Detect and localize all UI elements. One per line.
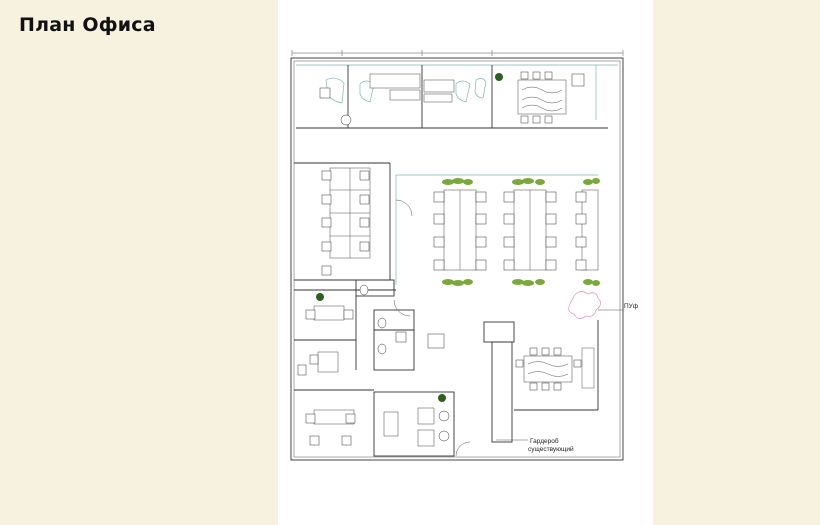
lounge-chair-icon (455, 80, 471, 103)
left-workspace (294, 162, 391, 281)
floor-plan: ПУф Гардероб существующий (290, 50, 639, 461)
top-dimension-line (291, 50, 624, 56)
service-block (294, 199, 445, 371)
floor-plan-sheet: ПУф Гардероб существующий (278, 0, 653, 525)
plant-icon (316, 293, 324, 301)
toilet-icon (359, 284, 369, 296)
kitchen (373, 391, 455, 457)
central-workspace (395, 174, 623, 319)
office-chair-icon (340, 114, 352, 126)
plant-icon (495, 73, 503, 81)
lounge-chair-icon (359, 80, 375, 103)
armchair-icon (427, 333, 445, 349)
page-title: План Офиса (19, 14, 156, 36)
lounge-chair-icon (474, 78, 487, 99)
armchair-icon (571, 73, 585, 87)
top-cabinets (296, 64, 618, 129)
lower-left-offices (294, 293, 374, 446)
plant-icon (438, 394, 446, 402)
sink-icon (395, 331, 407, 343)
wardrobe-label-sub: существующий (528, 445, 574, 453)
toilet-icon (377, 317, 387, 329)
pouf-icon (568, 291, 601, 319)
toilet-icon (377, 343, 387, 355)
plant-icon (442, 178, 600, 286)
outer-walls (290, 57, 624, 461)
pouf-label: ПУф (624, 303, 639, 310)
wardrobe-label: Гардероб (530, 437, 559, 445)
meeting-room (455, 320, 599, 457)
